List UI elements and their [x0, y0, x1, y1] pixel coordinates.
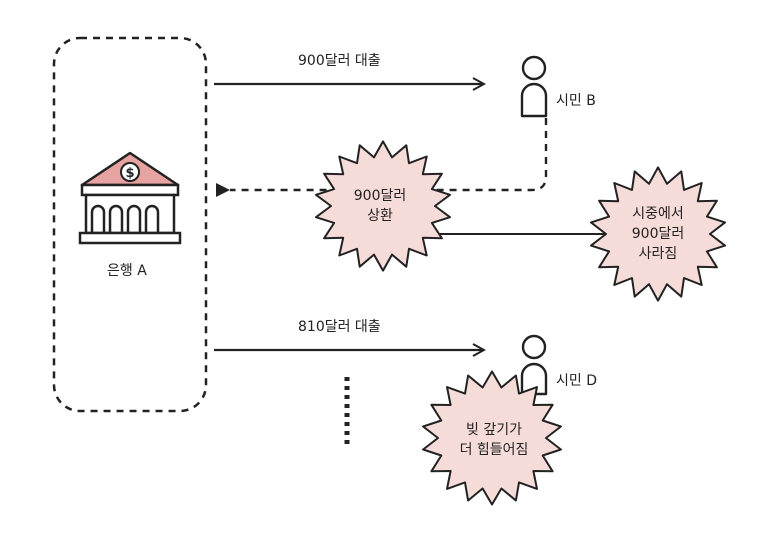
- person-b-label: 시민 B: [556, 93, 596, 109]
- burst-harder-line1: 빚 갚기가: [466, 422, 522, 438]
- bank-label: 은행 A: [107, 263, 147, 279]
- burst-vanish-line1: 시중에서: [632, 206, 684, 222]
- person-b-icon: [520, 55, 548, 118]
- person-d-label: 시민 D: [556, 373, 597, 389]
- loan-bottom-label: 810달러 대출: [298, 319, 381, 335]
- person-d-icon: [520, 334, 548, 396]
- burst-harder-text: 빚 갚기가 더 힘들어짐: [434, 420, 554, 460]
- burst-vanish-text: 시중에서 900달러 사라짐: [608, 204, 708, 264]
- repay-dashed-path: [216, 118, 548, 197]
- loan-top-label: 900달러 대출: [298, 53, 381, 69]
- burst-harder-shape: [422, 370, 562, 506]
- burst-harder-line2: 더 힘들어짐: [459, 442, 529, 458]
- bank-dollar-symbol: $: [125, 166, 134, 181]
- bank-container: [52, 36, 208, 413]
- burst-repay-shape: [315, 140, 451, 272]
- burst-repay-line2: 상환: [367, 208, 393, 224]
- burst-repay-line1: 900달러: [353, 188, 407, 204]
- burst-repay-text: 900달러 상환: [335, 186, 425, 226]
- burst-vanish-line2: 900달러: [631, 226, 685, 242]
- bank-icon: [78, 151, 182, 245]
- burst-vanish-line3: 사라짐: [638, 246, 678, 262]
- burst-vanish-shape: [590, 166, 726, 302]
